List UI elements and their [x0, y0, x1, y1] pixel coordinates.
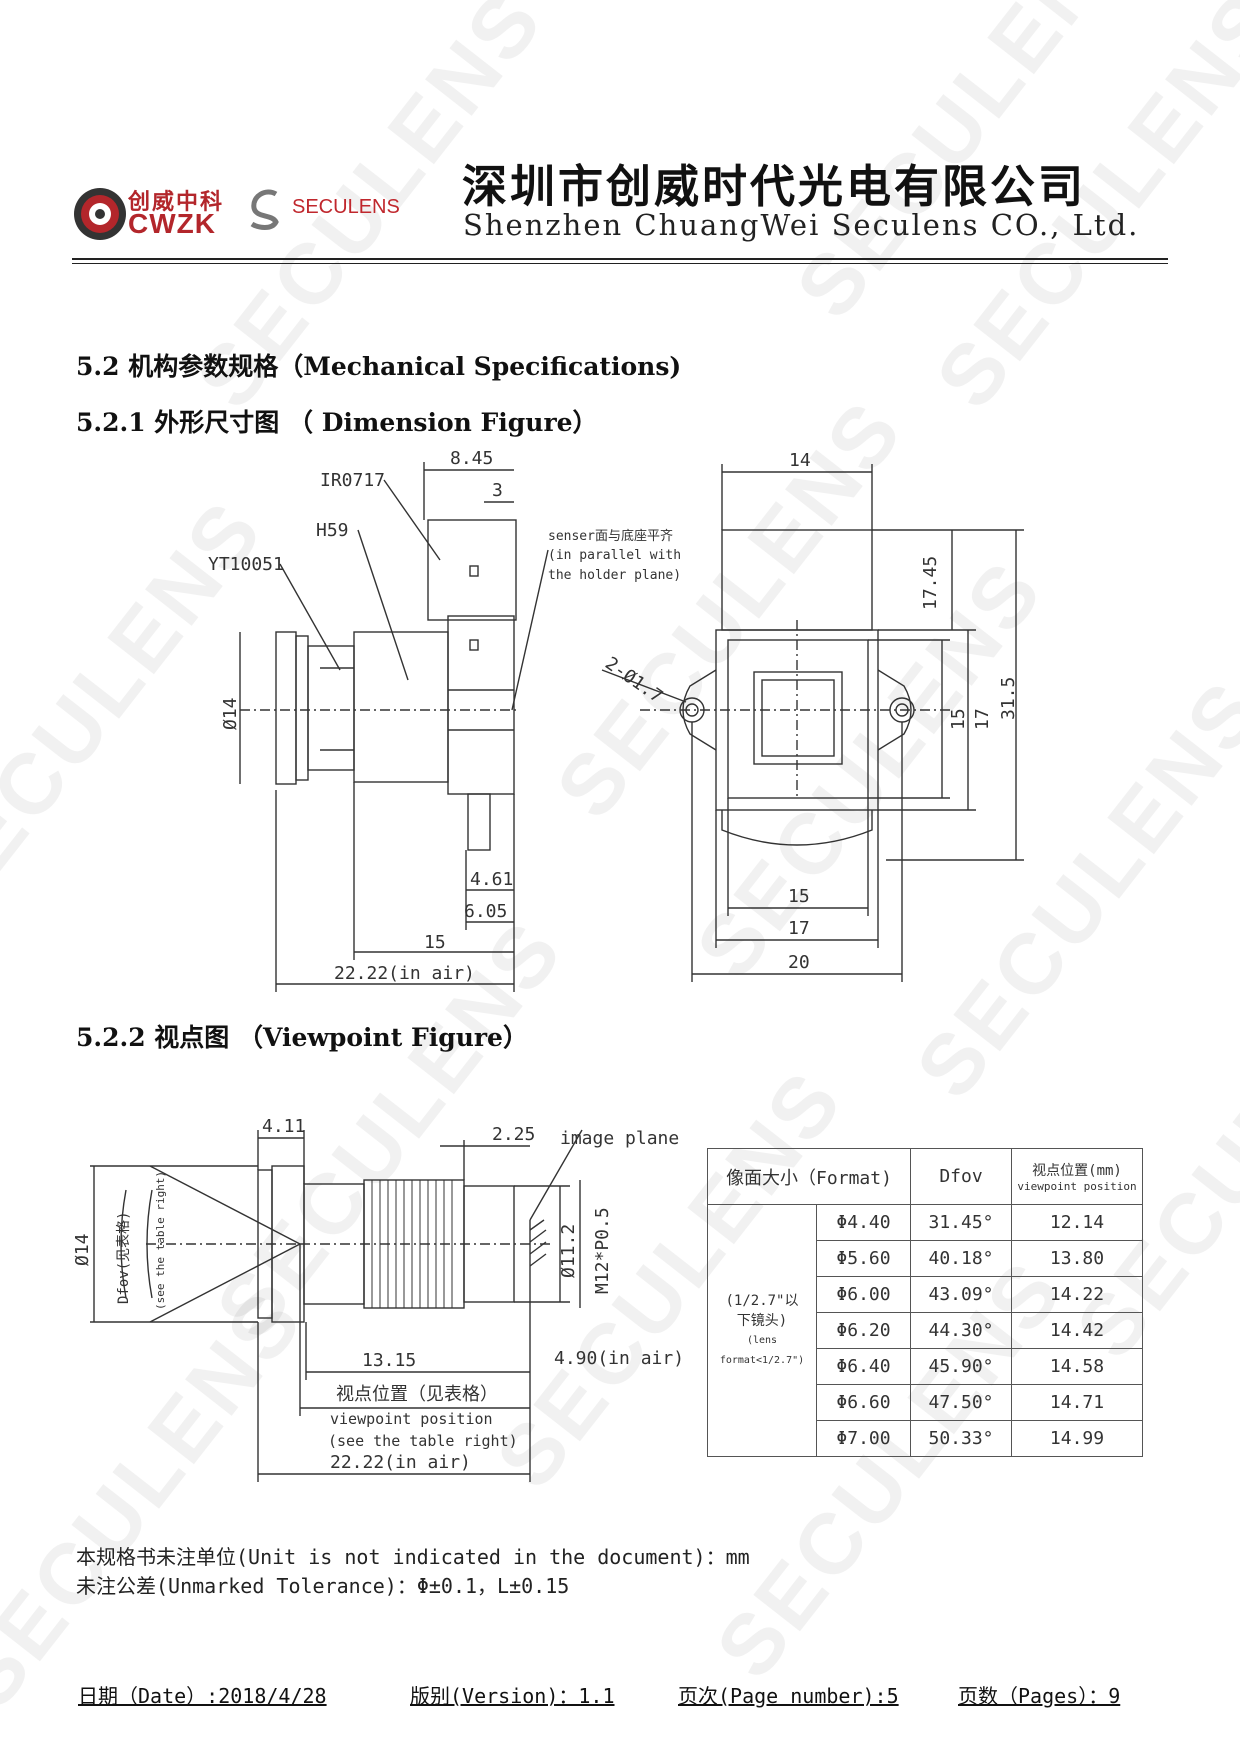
table-row: Φ6.60 47.50° 14.71	[708, 1384, 1143, 1421]
sensor-note-en2: the holder plane)	[548, 568, 681, 583]
dim-v31-5: 31.5	[998, 677, 1019, 720]
logo-english: CWZK	[128, 208, 216, 239]
label-yt10051: YT10051	[208, 554, 284, 575]
table-cell-vp: 13.80	[1011, 1240, 1143, 1277]
vp-dim-13-15: 13.15	[362, 1350, 416, 1371]
table-group-line1: (1/2.7"以	[725, 1292, 799, 1309]
vp-dim-phi14: Ø14	[72, 1233, 93, 1266]
vp-dim-phi11-2: Ø11.2	[558, 1224, 579, 1278]
section-heading-5-2-2: 5.2.2 视点图 （Viewpoint Figure）	[76, 1023, 528, 1052]
table-header-vp-en: viewpoint position	[1017, 1180, 1137, 1193]
vp-viewpoint-cn: 视点位置（见表格）	[336, 1384, 498, 1405]
vp-dim-4-11: 4.11	[262, 1116, 305, 1137]
cwzk-logo-mark-icon	[74, 188, 126, 240]
table-header-format: 像面大小（Format)	[707, 1148, 911, 1205]
dim-3: 3	[492, 480, 503, 501]
table-cell-size: Φ6.00	[816, 1276, 911, 1313]
table-row: (1/2.7"以 下镜头) (lens format<1/2.7") Φ4.40…	[707, 1204, 1143, 1457]
footer-date: 日期（Date）:2018/4/28	[78, 1684, 327, 1708]
vp-image-plane: image plane	[560, 1128, 679, 1149]
table-header-dfov: Dfov	[910, 1148, 1012, 1205]
table-cell-vp: 14.71	[1011, 1384, 1143, 1421]
table-cell-vp: 12.14	[1011, 1204, 1143, 1241]
table-cell-dfov: 44.30°	[910, 1312, 1012, 1349]
vp-viewpoint-see: (see the table right)	[328, 1432, 518, 1450]
vp-see-table: (see the table right)	[154, 1171, 167, 1310]
company-name-chinese: 深圳市创威时代光电有限公司	[462, 160, 1087, 213]
header-divider	[72, 258, 1168, 260]
dim-v15: 15	[948, 708, 969, 730]
dim-b17: 17	[788, 918, 810, 939]
table-group-line2: 下镜头)	[736, 1312, 788, 1329]
dim-15: 15	[424, 932, 446, 953]
vp-thread: M12*P0.5	[592, 1207, 613, 1294]
section-heading-5-2-1: 5.2.1 外形尺寸图 （ Dimension Figure）	[76, 408, 598, 437]
table-cell-size: Φ6.40	[816, 1348, 911, 1385]
table-cell-vp: 14.22	[1011, 1276, 1143, 1313]
unit-note: 本规格书未注单位(Unit is not indicated in the do…	[76, 1545, 750, 1569]
seculens-logo-icon	[250, 189, 279, 230]
dim-v17: 17	[972, 708, 993, 730]
table-header-viewpoint: 视点位置(mm) viewpoint position	[1011, 1148, 1143, 1205]
sensor-note-cn: senser面与底座平齐	[548, 528, 673, 544]
vp-dfov-label: Dfov(见表格)	[116, 1211, 132, 1304]
table-cell-size: Φ6.60	[816, 1384, 911, 1421]
dim-b20: 20	[788, 952, 810, 973]
section-heading-5-2: 5.2 机构参数规格（Mechanical Specifications)	[76, 352, 682, 381]
footer-pages: 页数（Pages）：9	[958, 1684, 1121, 1708]
label-h59: H59	[316, 520, 349, 541]
table-cell-dfov: 40.18°	[910, 1240, 1012, 1277]
viewpoint-figure: 4.11 2.25 image plane Ø14 Dfov(见表格) (see…	[72, 1116, 684, 1482]
table-cell-size: Φ7.00	[816, 1420, 911, 1457]
sensor-note-en1: (in parallel with	[548, 548, 681, 563]
footer-page-number: 页次(Page number):5	[678, 1684, 899, 1708]
footer-version: 版别(Version)：1.1	[410, 1684, 615, 1708]
table-cell-dfov: 43.09°	[910, 1276, 1012, 1313]
dim-b15: 15	[788, 886, 810, 907]
tolerance-note: 未注公差(Unmarked Tolerance)：Φ±0.1，L±0.15	[76, 1574, 570, 1598]
table-cell-dfov: 31.45°	[910, 1204, 1012, 1241]
seculens-logo-text: SECULENS	[292, 196, 400, 218]
table-cell-vp: 14.99	[1011, 1420, 1143, 1457]
dim-22-22: 22.22(in air)	[334, 963, 475, 984]
vp-dim-4-90: 4.90(in air)	[554, 1348, 684, 1369]
table-cell-vp: 14.42	[1011, 1312, 1143, 1349]
table-cell-size: Φ5.60	[816, 1240, 911, 1277]
dim-17-45: 17.45	[920, 556, 941, 610]
dim-top-14: 14	[789, 450, 811, 471]
table-row: Φ6.20 44.30° 14.42	[708, 1312, 1143, 1349]
dim-6-05: 6.05	[464, 901, 507, 922]
table-row: Φ7.00 50.33° 14.99	[708, 1420, 1143, 1457]
dim-phi14: Ø14	[220, 697, 241, 730]
table-row: Φ6.40 45.90° 14.58	[708, 1348, 1143, 1385]
dim-8-45: 8.45	[450, 448, 493, 469]
table-header-vp-cn: 视点位置(mm)	[1032, 1163, 1122, 1179]
label-ir0717: IR0717	[320, 470, 385, 491]
company-name-english: Shenzhen ChuangWei Seculens CO., Ltd.	[463, 208, 1140, 242]
table-group-line3: (lens format<1/2.7")	[719, 1334, 805, 1366]
table-cell-dfov: 50.33°	[910, 1420, 1012, 1457]
dim-4-61: 4.61	[470, 869, 513, 890]
vp-dim-2-25: 2.25	[492, 1124, 535, 1145]
vp-dim-22-22: 22.22(in air)	[330, 1452, 471, 1473]
table-group-label: (1/2.7"以 下镜头) (lens format<1/2.7")	[707, 1204, 817, 1457]
table-cell-dfov: 47.50°	[910, 1384, 1012, 1421]
table-cell-dfov: 45.90°	[910, 1348, 1012, 1385]
logo-chinese: 创威中科	[128, 189, 225, 215]
dim-hole: 2-Ø1.7	[601, 653, 666, 708]
viewpoint-table: 像面大小（Format) Dfov 视点位置(mm) viewpoint pos…	[707, 1148, 1143, 1457]
table-row: Φ5.60 40.18° 13.80	[708, 1240, 1143, 1277]
header-divider	[72, 263, 1168, 264]
table-row: Φ6.00 43.09° 14.22	[708, 1276, 1143, 1313]
table-cell-size: Φ4.40	[816, 1204, 911, 1241]
vp-viewpoint-en: viewpoint position	[330, 1410, 493, 1428]
table-cell-size: Φ6.20	[816, 1312, 911, 1349]
table-cell-vp: 14.58	[1011, 1348, 1143, 1385]
dimension-figure: IR0717 H59 YT10051 senser面与底座平齐 (in para…	[208, 448, 1024, 992]
